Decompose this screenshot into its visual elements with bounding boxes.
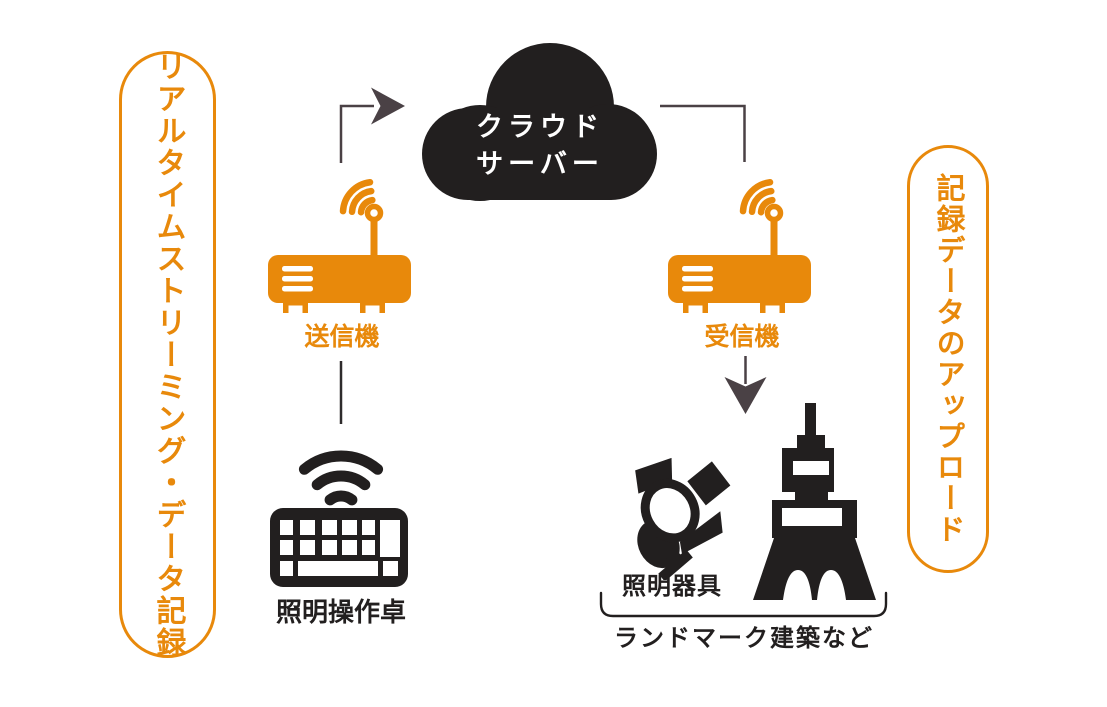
receiver-label: 受信機 <box>704 323 780 351</box>
receiver-router-icon <box>668 178 811 316</box>
cloud-server-label-line2: サーバー <box>476 149 604 179</box>
right-banner: 記録データのアップロード <box>907 145 989 573</box>
wifi-signal-icon <box>339 178 376 216</box>
cloud-server-label: クラウド サーバー <box>430 109 650 183</box>
right-banner-label: 記録データのアップロード <box>932 173 964 545</box>
transmitter-label: 送信機 <box>304 323 380 351</box>
landmark-bracket <box>599 591 888 618</box>
transmitter-router-icon <box>268 178 411 316</box>
lighting-console-label: 照明操作卓 <box>275 597 406 627</box>
left-banner: リアルタイムストリーミング・データ記録 <box>119 50 216 659</box>
receiver-to-fixtures-arrowhead-icon <box>724 377 767 414</box>
left-banner-label: リアルタイムストリーミング・データ記録 <box>151 50 185 659</box>
transmitter-to-cloud-line <box>339 104 374 163</box>
wifi-signal-icon <box>298 450 384 506</box>
cloud-to-receiver-line <box>660 104 746 162</box>
cloud-icon <box>422 43 657 201</box>
tower-icon <box>753 403 876 600</box>
cloud-server-label-line1: クラウド <box>476 112 604 142</box>
stage-light-icon <box>635 457 731 580</box>
transmitter-to-cloud-arrowhead-icon <box>371 87 405 125</box>
landmark-label: ランドマーク建築など <box>614 625 874 652</box>
wifi-signal-icon <box>739 178 776 216</box>
lighting-console-keyboard-icon <box>270 450 408 587</box>
lighting-fixture-label: 照明器具 <box>622 573 722 600</box>
